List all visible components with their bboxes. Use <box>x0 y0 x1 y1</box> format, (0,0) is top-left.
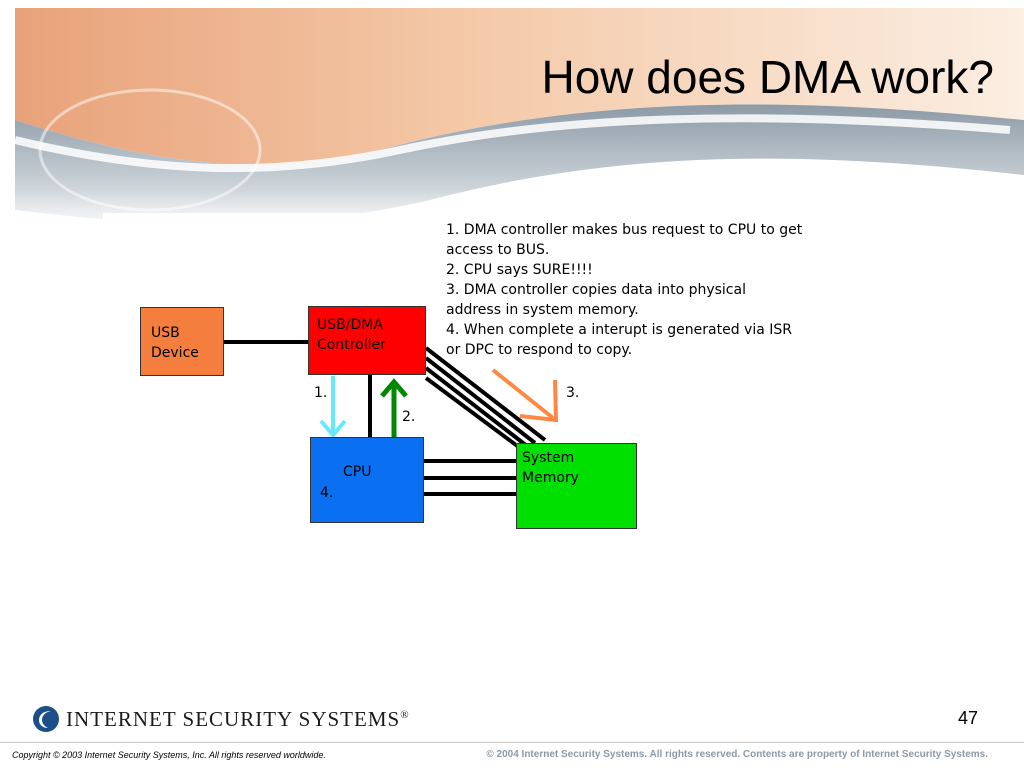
slide-title: How does DMA work? <box>541 51 995 103</box>
logo-text: INTERNET SECURITY SYSTEMS® <box>66 706 410 731</box>
controller-memory-bus-line <box>424 376 522 450</box>
step-line: address in system memory. <box>446 302 639 318</box>
iss-logo: INTERNET SECURITY SYSTEMS® <box>32 704 410 734</box>
footer-divider <box>0 742 1024 743</box>
arrow-1-icon <box>319 376 347 439</box>
arrow-2-icon <box>380 378 408 438</box>
copyright-right: © 2004 Internet Security Systems. All ri… <box>486 749 988 760</box>
arrow-2-label: 2. <box>402 409 416 425</box>
copyright-left: Copyright © 2003 Internet Security Syste… <box>12 750 326 760</box>
step-line: 2. CPU says SURE!!!! <box>446 262 593 278</box>
step-line: 4. When complete a interupt is generated… <box>446 322 792 338</box>
step-line: or DPC to respond to copy. <box>446 342 633 358</box>
arrow-1-label: 1. <box>314 385 328 401</box>
cpu-step-label: 4. <box>320 485 334 501</box>
arrow-3-icon <box>491 368 559 423</box>
usb-dma-controller-box: USB/DMA Controller <box>308 306 426 375</box>
step-line: 1. DMA controller makes bus request to C… <box>446 222 803 238</box>
controller-label: USB/DMA Controller <box>317 317 386 353</box>
usb-device-label: USB Device <box>151 325 199 361</box>
controller-memory-bus-line <box>424 356 537 445</box>
usb-device-box: USB Device <box>140 307 224 376</box>
iss-logo-icon <box>33 706 59 732</box>
dma-steps-text: 1. DMA controller makes bus request to C… <box>446 220 876 360</box>
step-line: 3. DMA controller copies data into physi… <box>446 282 746 298</box>
cpu-label: CPU <box>343 464 372 480</box>
system-memory-box: System Memory <box>516 443 637 529</box>
diagram-panel <box>103 213 888 583</box>
step-line: access to BUS. <box>446 242 550 258</box>
arrow-3-label: 3. <box>566 385 580 401</box>
memory-label: System Memory <box>522 450 579 486</box>
controller-memory-bus-line <box>424 366 529 448</box>
controller-memory-bus-line <box>424 346 547 442</box>
page-number: 47 <box>958 708 979 728</box>
cpu-box: CPU 4. <box>310 437 424 523</box>
